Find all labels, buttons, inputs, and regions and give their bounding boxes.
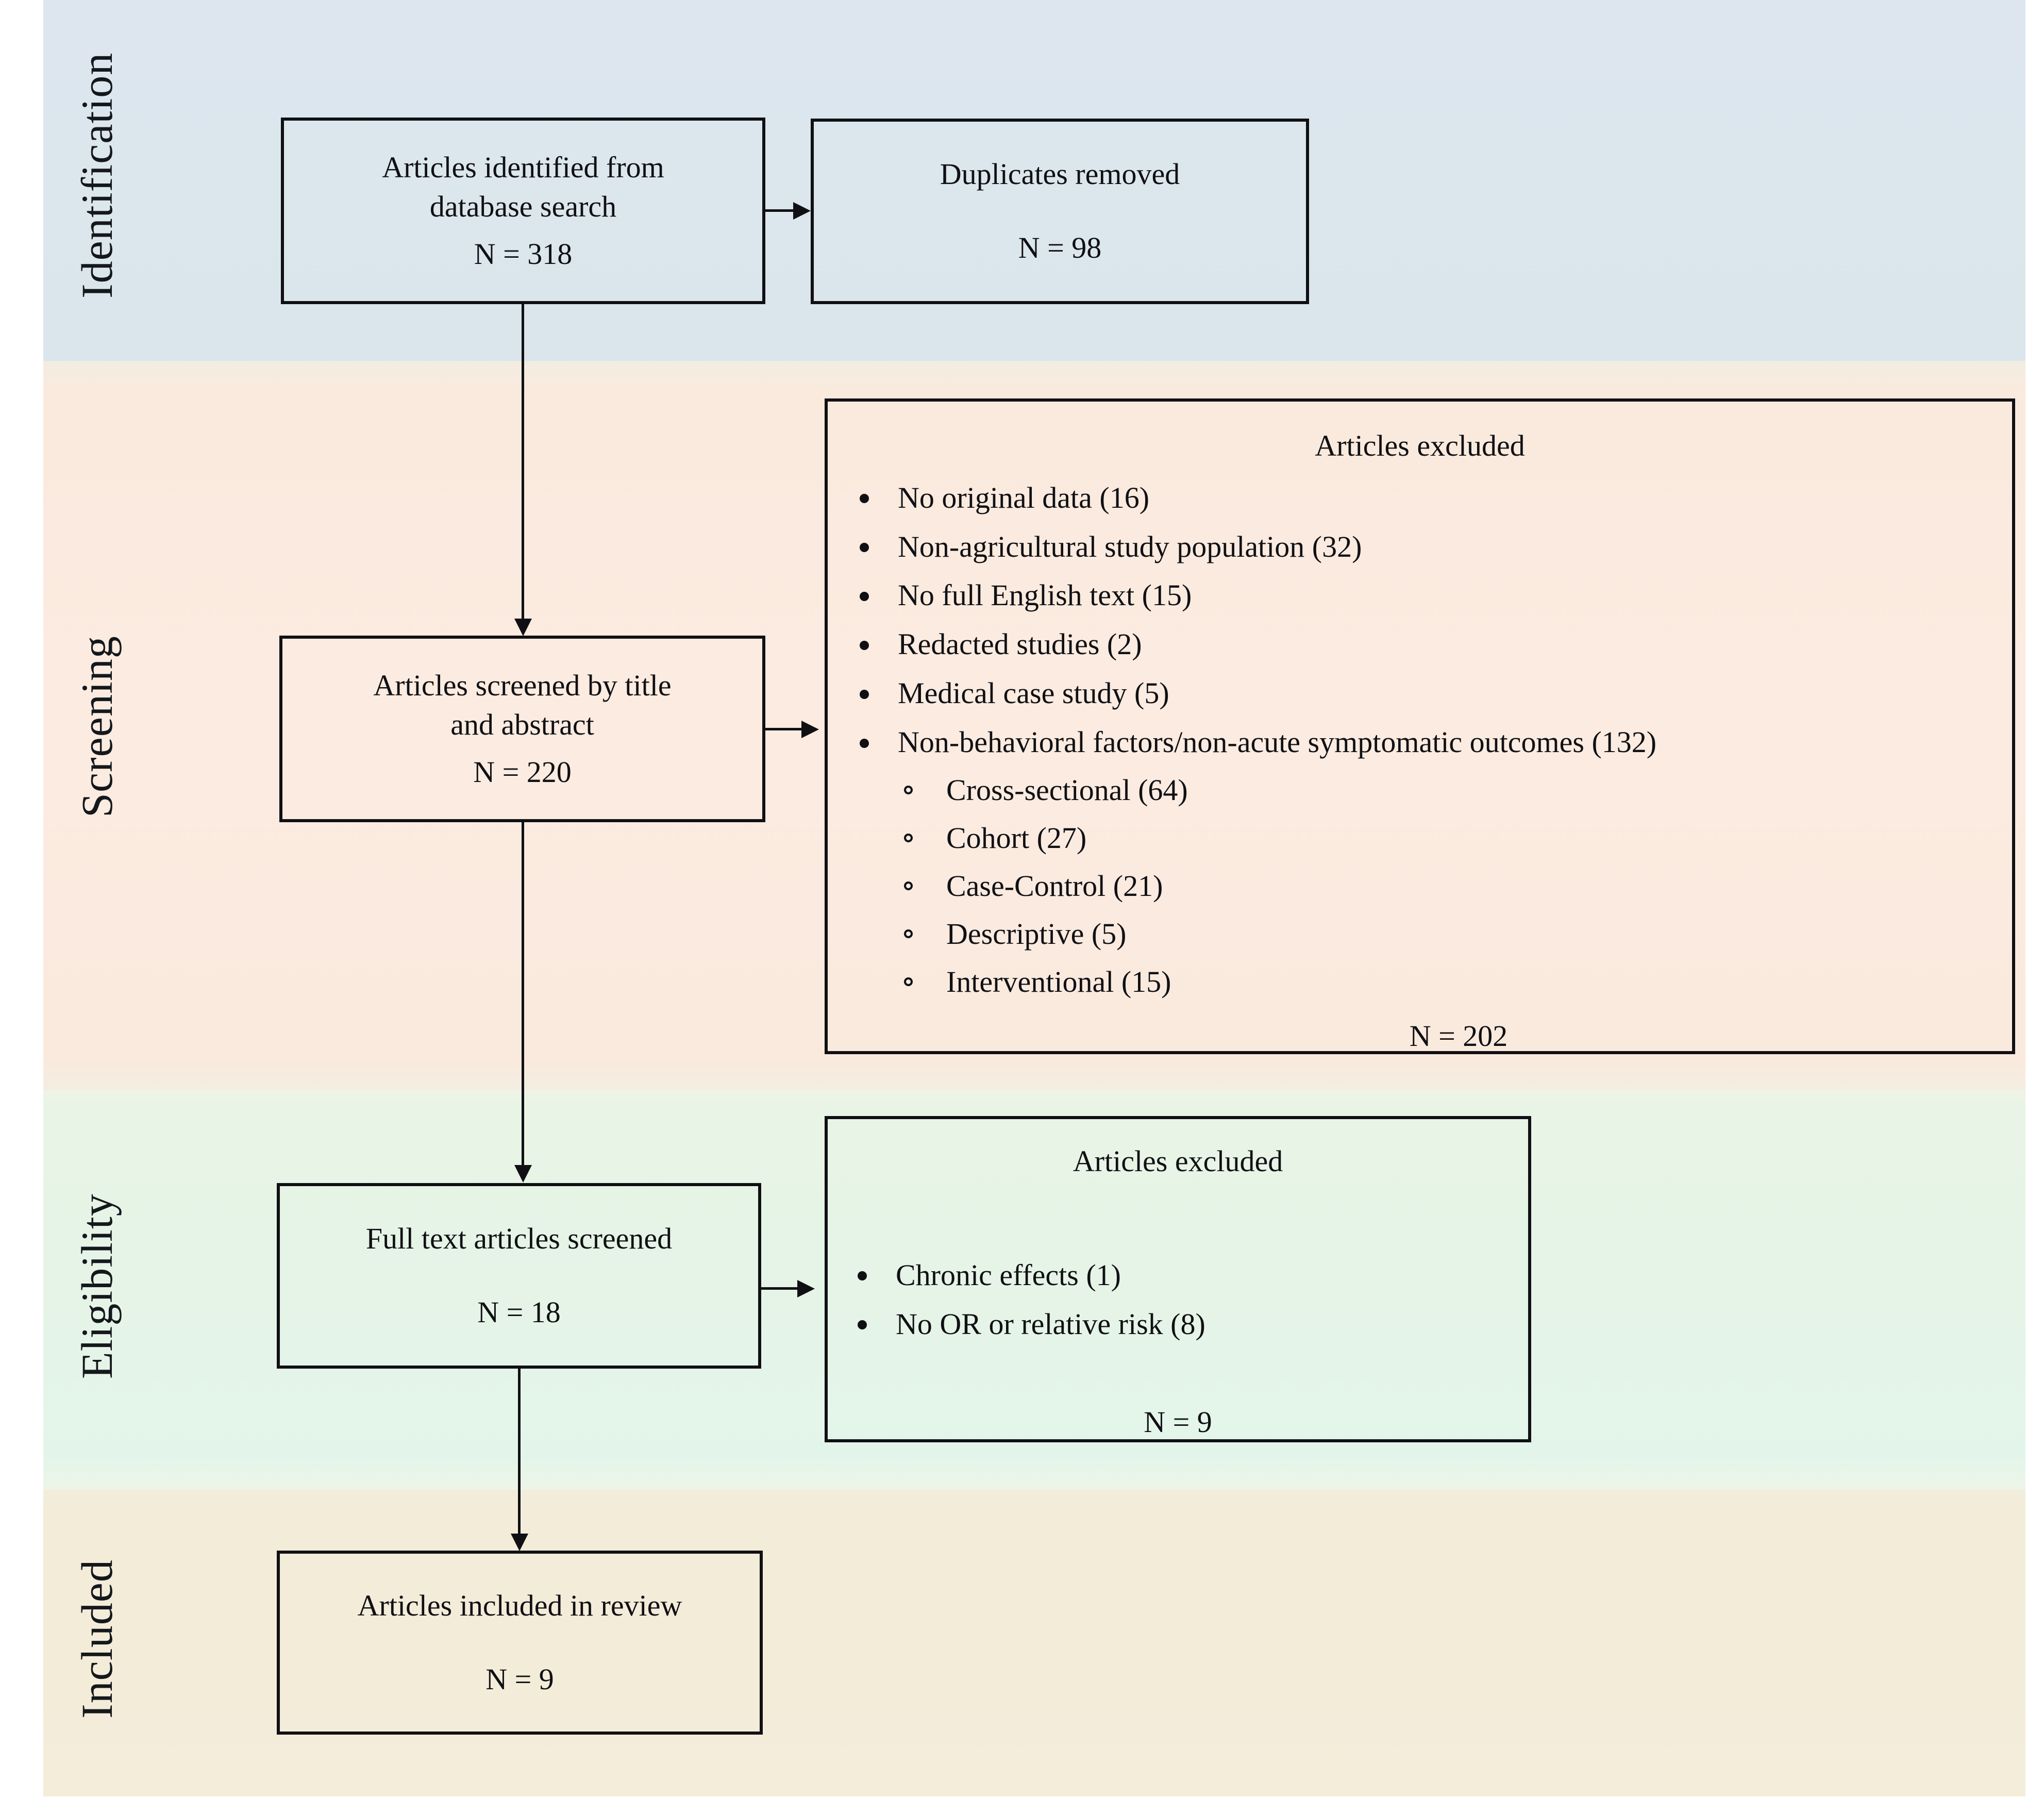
box-excluded-screening: Articles excluded No original data (16) … bbox=[825, 398, 2015, 1054]
box-duplicates-removed-line1: Duplicates removed bbox=[940, 157, 1180, 191]
list-item: No full English text (15) bbox=[848, 578, 1991, 612]
list-item: Medical case study (5) bbox=[848, 676, 1991, 710]
stage-label-included: Included bbox=[72, 1559, 122, 1719]
box-articles-included-count: N = 9 bbox=[485, 1662, 554, 1696]
connector-screened-to-excluded bbox=[765, 728, 801, 730]
box-excluded-eligibility-heading: Articles excluded bbox=[1073, 1144, 1283, 1178]
box-duplicates-removed: Duplicates removed N = 98 bbox=[811, 119, 1309, 304]
connector-fulltext-to-excluded bbox=[761, 1287, 797, 1290]
arrowhead-identified-to-screened bbox=[514, 619, 532, 636]
box-articles-included: Articles included in review N = 9 bbox=[277, 1551, 763, 1735]
stage-band-included bbox=[43, 1490, 2025, 1796]
arrowhead-screened-to-fulltext bbox=[514, 1165, 532, 1183]
sub-list-item: Cross-sectional (64) bbox=[848, 773, 1991, 807]
box-articles-identified-line2: database search bbox=[429, 190, 617, 224]
box-articles-identified: Articles identified from database search… bbox=[281, 118, 765, 304]
box-fulltext-screened: Full text articles screened N = 18 bbox=[277, 1183, 761, 1369]
list-item: No OR or relative risk (8) bbox=[846, 1307, 1510, 1341]
excluded-screening-sublist: Cross-sectional (64) Cohort (27) Case-Co… bbox=[848, 773, 1991, 999]
box-fulltext-screened-line1: Full text articles screened bbox=[365, 1222, 673, 1256]
excluded-screening-list: No original data (16) Non-agricultural s… bbox=[848, 481, 1991, 760]
list-item: Redacted studies (2) bbox=[848, 627, 1991, 661]
list-item: Non-behavioral factors/non-acute symptom… bbox=[848, 725, 1991, 759]
arrowhead-identified-to-duplicates bbox=[793, 202, 811, 220]
box-articles-screened: Articles screened by title and abstract … bbox=[279, 636, 765, 822]
list-item: No original data (16) bbox=[848, 481, 1991, 515]
box-articles-screened-line2: and abstract bbox=[450, 708, 594, 742]
box-fulltext-screened-count: N = 18 bbox=[477, 1295, 561, 1329]
box-excluded-screening-heading: Articles excluded bbox=[1315, 429, 1525, 462]
sub-list-item: Interventional (15) bbox=[848, 965, 1991, 999]
arrowhead-screened-to-excluded bbox=[801, 721, 819, 738]
stage-band-identification bbox=[43, 0, 2025, 361]
connector-identified-to-duplicates bbox=[765, 209, 793, 212]
connector-identified-to-screened bbox=[522, 304, 524, 619]
box-articles-screened-count: N = 220 bbox=[473, 755, 572, 789]
box-duplicates-removed-count: N = 98 bbox=[1018, 231, 1102, 265]
list-item: Chronic effects (1) bbox=[846, 1258, 1510, 1292]
box-excluded-eligibility-total: N = 9 bbox=[1144, 1405, 1212, 1439]
stage-label-screening: Screening bbox=[72, 636, 122, 818]
stage-band-eligibility bbox=[43, 1090, 2025, 1490]
excluded-eligibility-list: Chronic effects (1) No OR or relative ri… bbox=[846, 1258, 1510, 1341]
list-item: Non-agricultural study population (32) bbox=[848, 530, 1991, 564]
sub-list-item: Cohort (27) bbox=[848, 821, 1991, 855]
connector-screened-to-fulltext bbox=[522, 822, 524, 1165]
box-articles-included-line1: Articles included in review bbox=[357, 1588, 682, 1622]
box-articles-screened-line1: Articles screened by title bbox=[373, 668, 672, 702]
box-excluded-eligibility: Articles excluded Chronic effects (1) No… bbox=[825, 1116, 1531, 1442]
arrowhead-fulltext-to-excluded bbox=[797, 1280, 815, 1297]
arrowhead-fulltext-to-included bbox=[511, 1534, 528, 1551]
stage-band-screening bbox=[43, 361, 2025, 1090]
stage-label-eligibility: Eligibility bbox=[72, 1193, 122, 1379]
stage-label-identification: Identification bbox=[72, 52, 122, 298]
sub-list-item: Case-Control (21) bbox=[848, 869, 1991, 903]
box-excluded-screening-total: N = 202 bbox=[1409, 1019, 1508, 1053]
box-articles-identified-line1: Articles identified from bbox=[382, 150, 664, 184]
connector-fulltext-to-included bbox=[518, 1369, 521, 1534]
sub-list-item: Descriptive (5) bbox=[848, 917, 1991, 951]
box-articles-identified-count: N = 318 bbox=[474, 237, 573, 271]
